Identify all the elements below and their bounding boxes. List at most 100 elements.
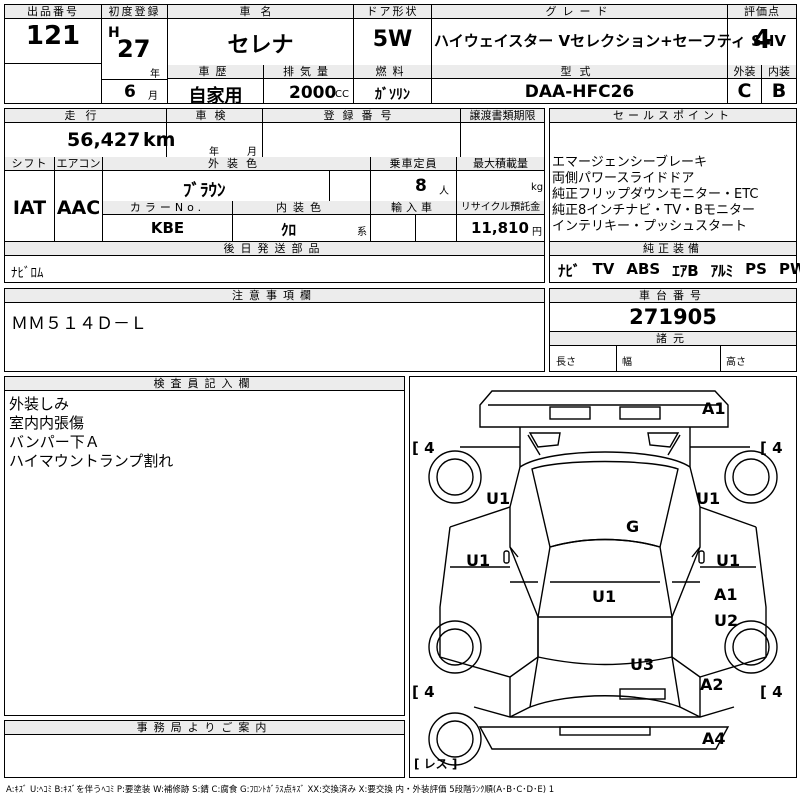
- displacement-unit: CC: [335, 89, 349, 100]
- mark-u1-roof: U1: [592, 587, 617, 606]
- door-label: ドア形状: [354, 5, 431, 19]
- grade-cell: グレード ハイウェイスター Vセレクション+セーフティ SHV: [432, 5, 786, 65]
- car-diagram-panel: [ 4 [ 4 [ 4 [ 4 [ レス ] A1 U1 U1 G U1 U1 …: [409, 376, 797, 778]
- transfer-deadline-cell: 譲渡書類期限: [461, 109, 544, 157]
- height-label: 高さ: [726, 357, 746, 368]
- tire-rear-right: [ 4: [760, 683, 783, 701]
- exterior-rating-label: 外装: [728, 65, 761, 79]
- inspector-line: 外装しみ: [9, 395, 70, 413]
- displacement-label: 排気量: [264, 65, 353, 79]
- era: H: [108, 25, 120, 41]
- car-name-label: 車名: [168, 5, 353, 19]
- mark-g-windshield: G: [626, 517, 640, 536]
- ac: AAC: [56, 197, 101, 219]
- recycle-fee: 11,810: [471, 219, 529, 237]
- inspection-label: 車検: [167, 109, 262, 123]
- interior-rating-cell: 内装 B: [762, 65, 796, 103]
- office-label: 事務局よりご案内: [5, 721, 404, 735]
- reg-year: 27: [117, 35, 151, 63]
- model-label: 型式: [432, 65, 727, 79]
- shift-cell: シフト IAT: [5, 157, 55, 241]
- sales-points-label: セールスポイント: [550, 109, 796, 123]
- capacity: 8: [415, 176, 427, 196]
- max-load-label: 最大積載量: [457, 157, 544, 171]
- later-parts-label: 後日発送部品: [5, 242, 544, 256]
- sales-point-item: 純正フリップダウンモニター・ETC: [552, 187, 759, 202]
- exterior-color: ﾌﾞﾗｳﾝ: [183, 181, 226, 201]
- mileage-cell: 走行 56,427 km: [5, 109, 175, 157]
- fuel: ｶﾞｿﾘﾝ: [375, 87, 410, 103]
- sales-point-item: エマージェンシーブレーキ: [552, 155, 707, 170]
- import-label: 輸入車: [371, 201, 456, 215]
- capacity-label: 乗車定員: [371, 157, 456, 171]
- mark-a4-bottom: A4: [702, 729, 726, 748]
- history: 自家用: [188, 86, 243, 107]
- import-cell: 輸入車: [371, 201, 457, 241]
- inspector-line: ハイマウントランプ割れ: [9, 452, 174, 470]
- equipment-item: ABS: [626, 260, 661, 278]
- fuel-label: 燃料: [354, 65, 431, 79]
- mark-u2-right-rear: U2: [714, 611, 739, 630]
- chassis-number: 271905: [629, 305, 717, 329]
- displacement-cell: 排気量 2000 CC: [264, 65, 354, 103]
- chassis-panel: 車台番号 271905 諸元 長さ 幅 高さ: [549, 288, 797, 372]
- interior-rating: B: [771, 80, 787, 102]
- inspection-month-unit: 月: [247, 147, 257, 158]
- shift: IAT: [12, 197, 47, 219]
- door-type: 5W: [372, 27, 413, 52]
- model-cell: 型式 DAA-HFC26: [432, 65, 728, 103]
- mark-u1-right-front: U1: [696, 489, 721, 508]
- equipment-item: ｱﾙﾐ: [710, 262, 734, 280]
- notes-label: 注意事項欄: [5, 289, 544, 303]
- mileage-label: 走行: [5, 109, 166, 123]
- ac-label: エアコン: [55, 157, 102, 171]
- tire-front-left: [ 4: [412, 439, 435, 457]
- mark-a1-right-rear: A1: [714, 585, 738, 604]
- sales-points-panel: セールスポイント エマージェンシーブレーキ 両側パワースライドドア 純正フリップ…: [549, 108, 800, 283]
- equipment-item: PW: [778, 260, 800, 278]
- history-cell: 車歴 自家用: [168, 65, 264, 107]
- car-diagram: [428, 390, 778, 766]
- recycle-fee-unit: 円: [532, 227, 542, 238]
- first-registration-cell: 初度登録 H 27 年 6 月: [102, 5, 168, 103]
- length-label: 長さ: [556, 357, 576, 368]
- notes-text: ＭＭ５１４Ｄ－Ｌ: [11, 314, 147, 334]
- equipment-label: 純正装備: [550, 242, 796, 256]
- fuel-cell: 燃料 ｶﾞｿﾘﾝ: [354, 65, 432, 103]
- reg-month: 6: [124, 82, 136, 102]
- score-label: 評価点: [728, 5, 796, 19]
- exterior-rating-cell: 外装 C: [728, 65, 762, 103]
- header-table: 出品番号 121 初度登録 H 27 年 6 月 車名 セレナ ドア形状 5W …: [4, 4, 797, 107]
- inspection-year-unit: 年: [209, 147, 219, 158]
- mark-a2-rear: A2: [700, 675, 724, 694]
- damage-legend: A:ｷｽﾞ U:ﾍｺﾐ B:ｷｽﾞを伴うﾍｺﾐ P:要塗装 W:補修跡 S:錆 …: [6, 785, 555, 795]
- equipment-item: PS: [745, 260, 767, 278]
- color-number-label: カラーNo.: [103, 201, 232, 215]
- equipment-item: ﾅﾋﾞ: [558, 262, 581, 280]
- registration-number-cell: 登録番号: [263, 109, 461, 157]
- ac-cell: エアコン AAC: [55, 157, 103, 241]
- mark-u1-left-door: U1: [466, 551, 491, 570]
- tire-front-right: [ 4: [760, 439, 783, 457]
- recycle-fee-cell: リサイクル預託金 11,810 円: [457, 201, 544, 241]
- details-table: 走行 56,427 km 車検 年 月 登録番号 譲渡書類期限 シフト IAT …: [4, 108, 545, 283]
- interior-rating-label: 内装: [762, 65, 796, 79]
- shift-label: シフト: [5, 157, 54, 171]
- mark-u1-right-door: U1: [716, 551, 741, 570]
- inspector-label: 検査員記入欄: [5, 377, 404, 391]
- year-unit: 年: [150, 69, 160, 80]
- mileage-unit: km: [143, 129, 176, 151]
- inspector-panel: 検査員記入欄 外装しみ 室内内張傷 バンパー下Ａ ハイマウントランプ割れ: [4, 376, 405, 716]
- mark-a1-front: A1: [702, 399, 726, 418]
- color-number: KBE: [150, 219, 185, 237]
- interior-color-unit: 系: [357, 227, 367, 238]
- max-load-cell: 最大積載量 kg: [457, 157, 544, 201]
- month-unit: 月: [148, 91, 158, 102]
- office-panel: 事務局よりご案内: [4, 720, 405, 778]
- lot-number-cell: 出品番号 121: [5, 5, 102, 103]
- door-cell: ドア形状 5W: [354, 5, 432, 65]
- sales-point-item: インテリキー・プッシュスタート: [552, 219, 748, 234]
- chassis-label: 車台番号: [550, 289, 796, 303]
- mileage: 56,427: [67, 129, 141, 151]
- color-number-cell: カラーNo. KBE: [103, 201, 233, 241]
